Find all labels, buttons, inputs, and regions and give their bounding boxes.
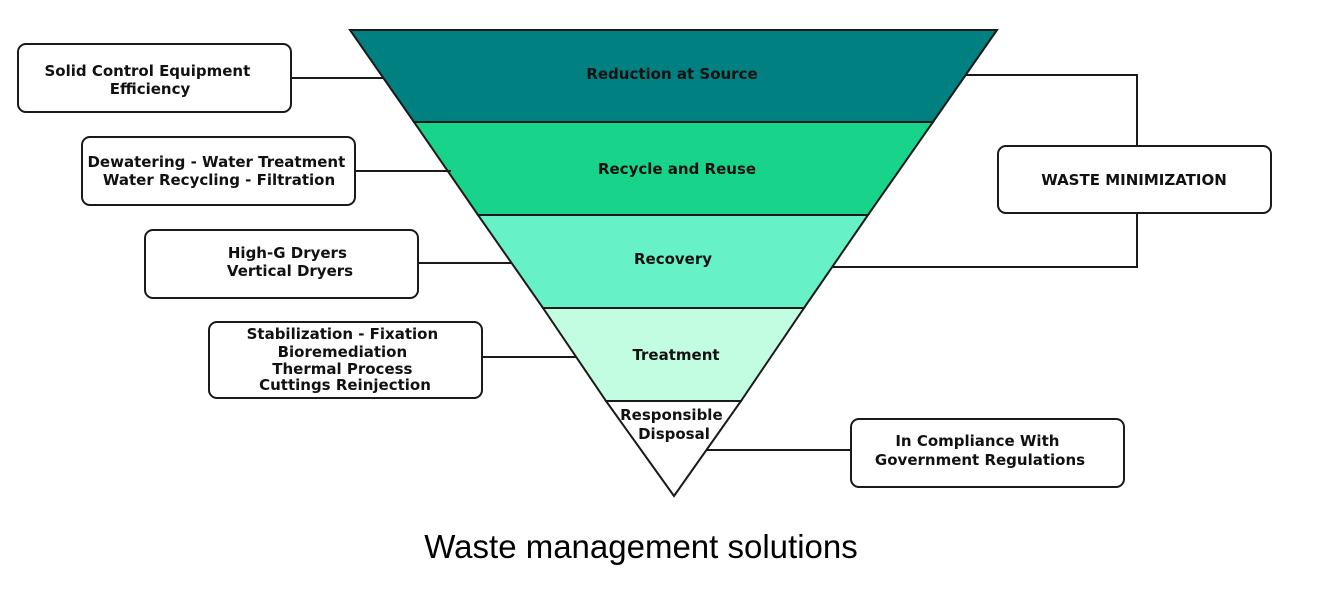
- box-treatment-methods: Stabilization - Fixation Bioremediation …: [208, 321, 483, 399]
- box-solid-control: Solid Control Equipment Efficiency: [17, 43, 292, 113]
- bracket-line-bottom: [833, 212, 1138, 268]
- diagram-caption: Waste management solutions: [424, 528, 858, 565]
- bracket-line-top: [965, 74, 1138, 147]
- level-label-disposal: Responsible Disposal: [620, 406, 728, 443]
- level-label-treatment: Treatment: [632, 346, 719, 364]
- box-compliance: In Compliance With Government Regulation…: [850, 418, 1125, 488]
- box-dryers: High-G Dryers Vertical Dryers: [144, 229, 419, 299]
- box-waste-minimization: WASTE MINIMIZATION: [997, 145, 1272, 214]
- level-label-recycle: Recycle and Reuse: [598, 160, 756, 178]
- box-dewatering: Dewatering - Water Treatment Water Recyc…: [81, 136, 356, 206]
- svg-text:In Compliance With Gover: In Compliance With Government Regulation…: [875, 432, 1085, 469]
- svg-text:Dewatering - Water Treatment: Dewatering - Water Treatment Water Recyc…: [87, 153, 350, 189]
- svg-text:Stabilization - Fixation: Stabilization - Fixation Bioremediation …: [247, 325, 444, 394]
- svg-text:WASTE MINIMIZATION: WASTE MINIMIZATION: [1041, 171, 1227, 189]
- level-disposal: [604, 400, 743, 498]
- svg-text:Solid Control Equipment: Solid Control Equipment Efficiency: [44, 62, 255, 98]
- level-label-reduction: Reduction at Source: [586, 65, 757, 83]
- svg-text:High-G Dryers Vertical D: High-G Dryers Vertical Dryers: [227, 244, 353, 280]
- level-label-recovery: Recovery: [634, 250, 712, 268]
